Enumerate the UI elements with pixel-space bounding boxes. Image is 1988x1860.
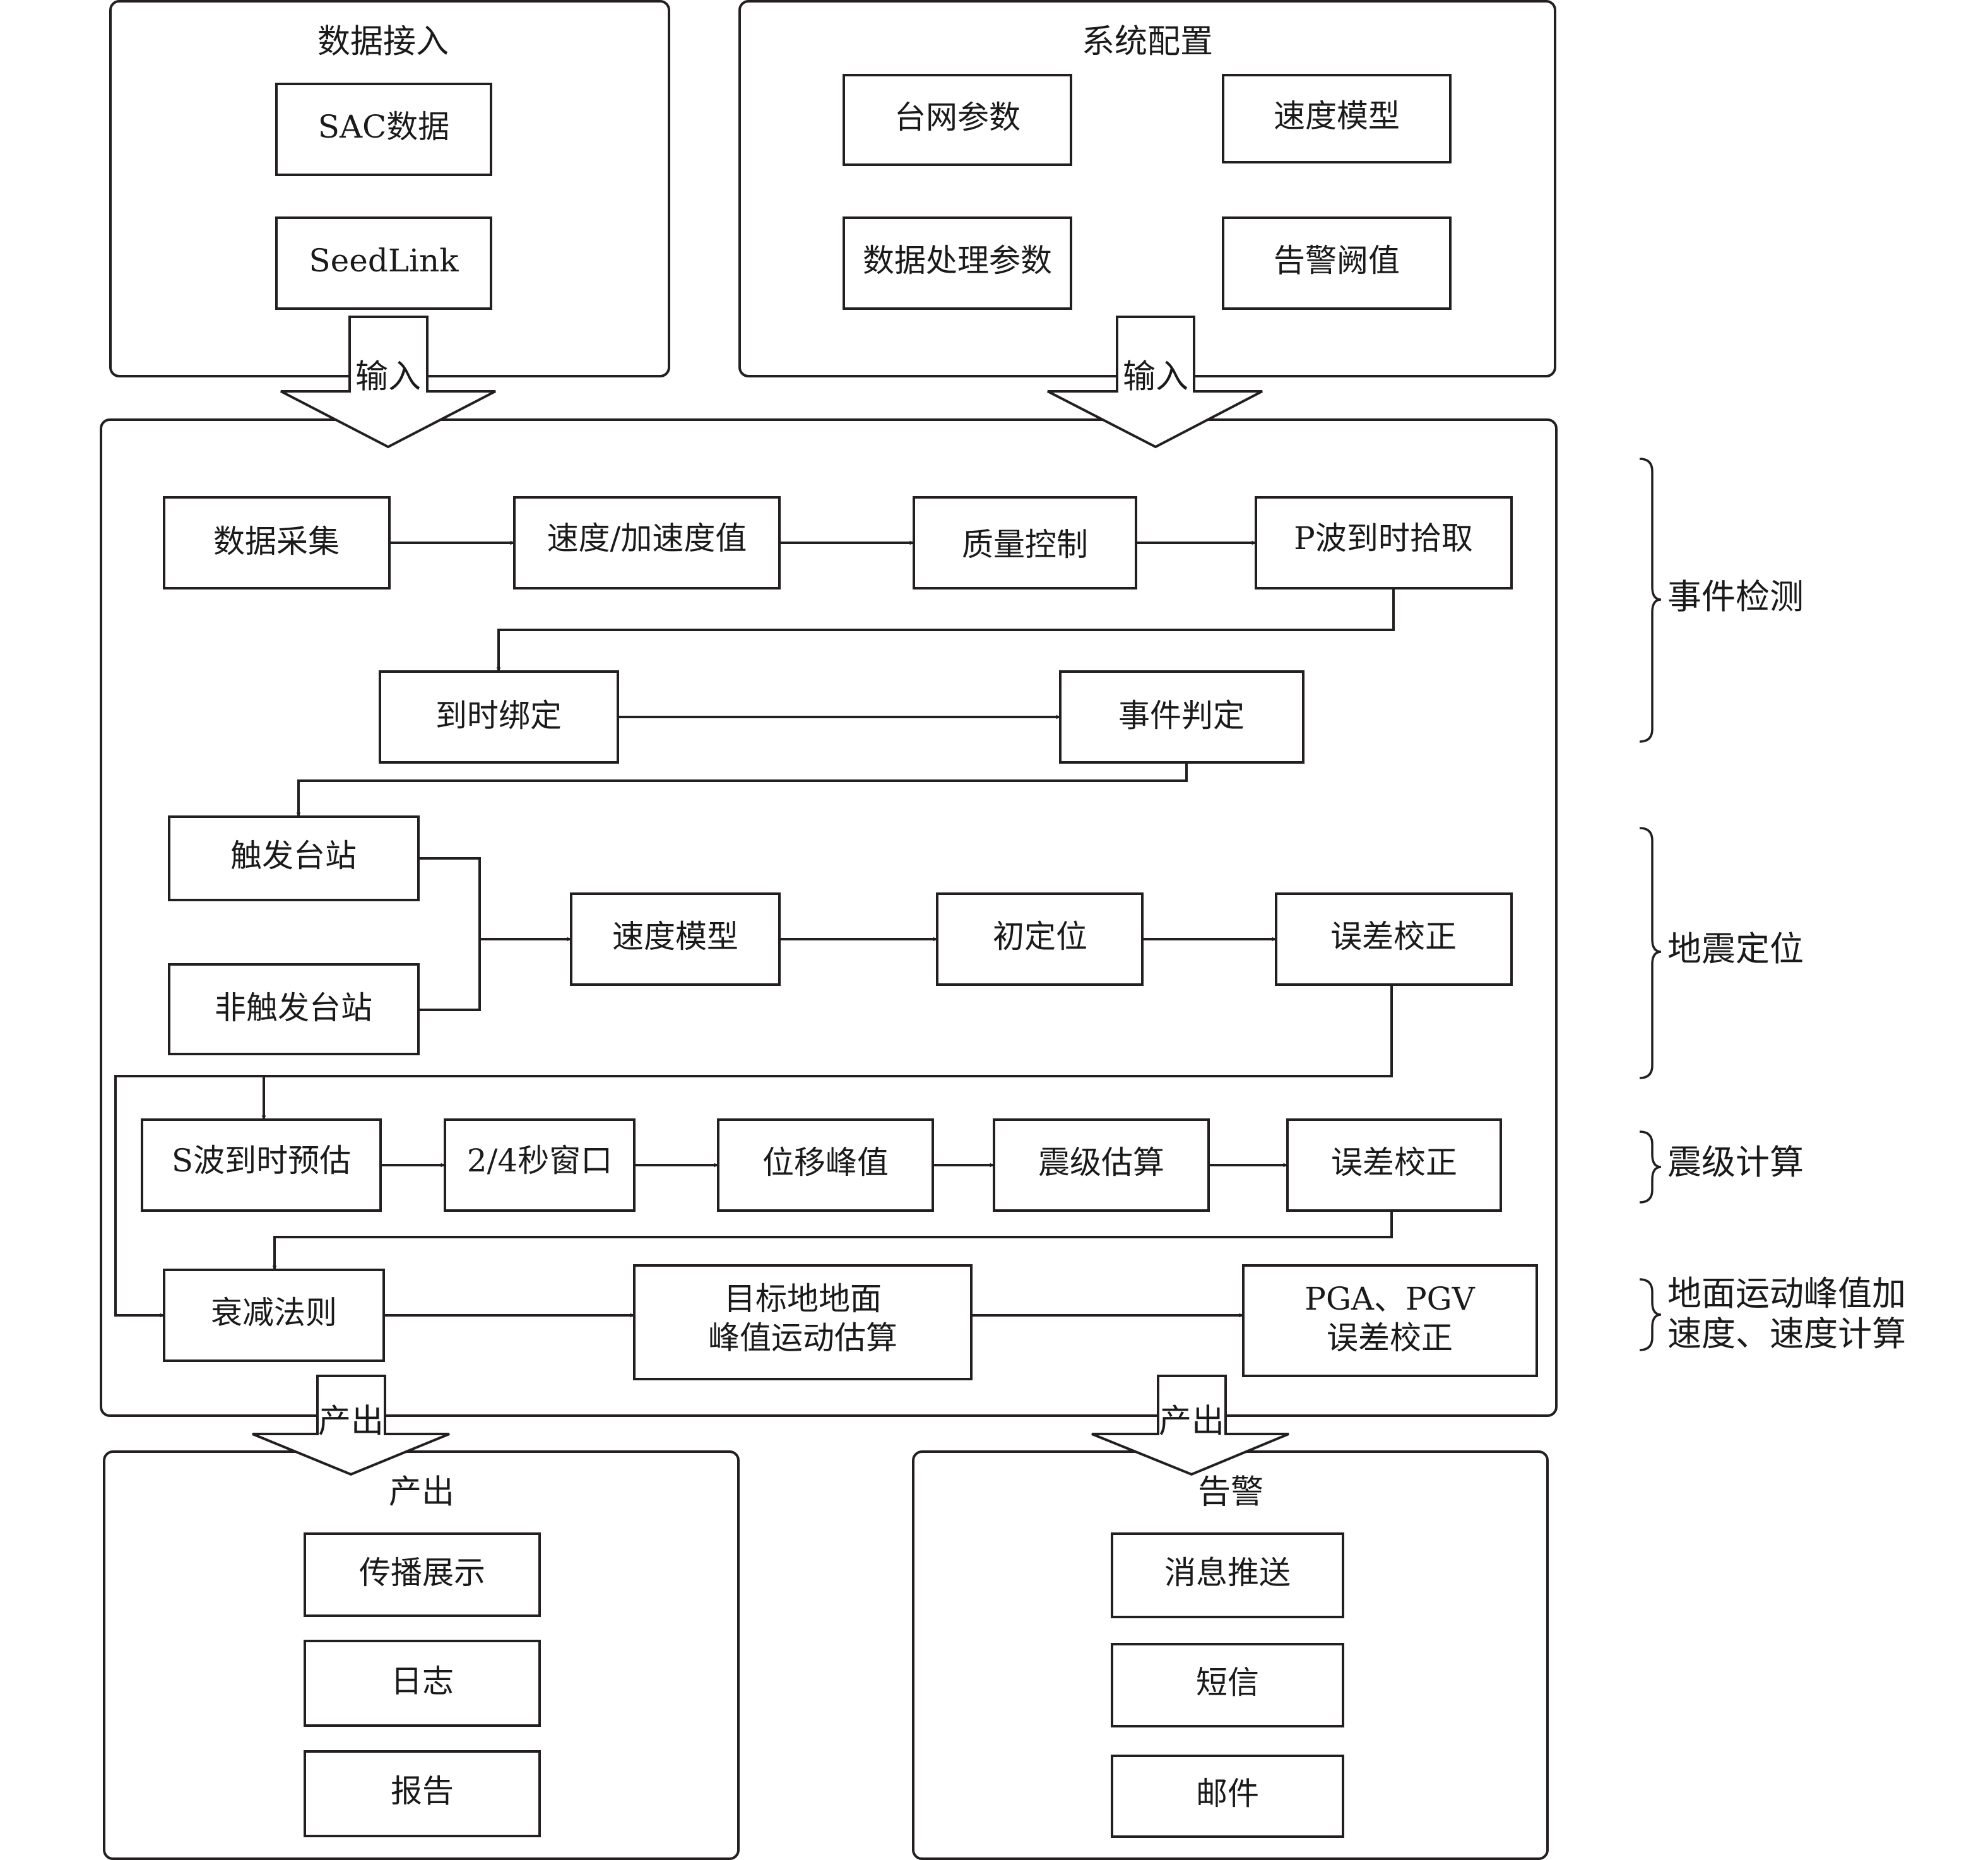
- svg-text:传播展示: 传播展示: [359, 1555, 485, 1591]
- svg-text:误差校正: 误差校正: [1330, 918, 1457, 955]
- output-arrow-right: 产出: [1091, 1375, 1289, 1476]
- sac-data-box: [275, 83, 492, 176]
- node-error-correct-location: [1275, 892, 1513, 986]
- report-box: [304, 1750, 541, 1837]
- message-push-box: [1111, 1532, 1344, 1618]
- node-pga-pgv: [1242, 1264, 1538, 1377]
- node-error-correct-magnitude: [1286, 1118, 1502, 1212]
- svg-text:产出: 产出: [318, 1403, 384, 1441]
- node-s-arrival: [141, 1118, 382, 1212]
- svg-text:位移峰值: 位移峰值: [762, 1144, 889, 1181]
- svg-text:误差校正: 误差校正: [1327, 1320, 1453, 1356]
- svg-text:输入: 输入: [1123, 358, 1188, 396]
- edge-left-bypass-to-attenuation: [114, 1075, 264, 1318]
- seedlink-box: [275, 216, 492, 310]
- network-params-box: [843, 74, 1072, 166]
- svg-text:数据采集: 数据采集: [213, 523, 340, 560]
- stage-event-detection: 事件检测: [1639, 458, 1804, 743]
- svg-text:峰值运动估算: 峰值运动估算: [708, 1320, 897, 1356]
- svg-text:速度、速度计算: 速度、速度计算: [1667, 1314, 1906, 1354]
- node-event-judge: [1059, 670, 1305, 764]
- edge-judge-to-triggered: [296, 762, 1188, 817]
- edge-ppick-to-bind: [496, 588, 1395, 672]
- alarm-threshold-label: 告警阙值: [1274, 242, 1400, 279]
- svg-text:速度模型: 速度模型: [612, 918, 738, 955]
- connectors: [114, 540, 1395, 1318]
- node-initial-location: [936, 892, 1144, 986]
- svg-text:震级估算: 震级估算: [1038, 1144, 1164, 1181]
- svg-text:地面运动峰值加: 地面运动峰值加: [1667, 1274, 1906, 1313]
- svg-text:P波到时拾取: P波到时拾取: [1294, 520, 1473, 557]
- svg-text:2/4秒窗口: 2/4秒窗口: [467, 1142, 612, 1179]
- svg-text:地震定位: 地震定位: [1667, 929, 1804, 969]
- svg-text:初定位: 初定位: [993, 918, 1087, 955]
- svg-text:PGA、PGV: PGA、PGV: [1305, 1281, 1475, 1317]
- svg-text:误差校正: 误差校正: [1331, 1144, 1457, 1181]
- svg-text:震级计算: 震级计算: [1667, 1142, 1804, 1182]
- config-velocity-model-label: 速度模型: [1274, 98, 1400, 134]
- output-arrow-left: 产出: [252, 1375, 450, 1476]
- edge-error-to-attenuation: [272, 1211, 1393, 1271]
- node-p-pick: [1255, 496, 1513, 589]
- svg-text:质量控制: 质量控制: [962, 526, 1088, 563]
- node-magnitude-estimate: [993, 1118, 1210, 1212]
- processing-params-box: [843, 216, 1072, 310]
- email-box: [1111, 1755, 1344, 1838]
- alarm-threshold-box: [1222, 216, 1452, 310]
- sac-data-label: SAC数据: [318, 109, 450, 145]
- data-input-title: 数据接入: [317, 23, 449, 61]
- svg-text:目标地地面: 目标地地面: [724, 1281, 882, 1317]
- propagation-display-box: [304, 1532, 541, 1617]
- node-ground-peak-estimate: [633, 1264, 973, 1380]
- svg-text:事件判定: 事件判定: [1118, 697, 1245, 734]
- edge-triggered-merge: [418, 857, 481, 1011]
- edge-error-to-s-arrival: [261, 985, 1393, 1120]
- stage-ground-motion: 地面运动峰值加 速度、速度计算: [1639, 1274, 1906, 1354]
- svg-text:速度/加速度值: 速度/加速度值: [547, 520, 747, 557]
- processing-params-label: 数据处理参数: [863, 242, 1052, 279]
- config-velocity-model-box: [1222, 74, 1452, 163]
- svg-text:邮件: 邮件: [1196, 1775, 1259, 1812]
- alarm-panel: 告警 消息推送 短信 邮件: [912, 1450, 1549, 1860]
- svg-text:输入: 输入: [355, 358, 421, 396]
- system-config-title: 系统配置: [1082, 23, 1213, 61]
- log-box: [304, 1640, 541, 1727]
- stage-magnitude-calc: 震级计算: [1639, 1130, 1804, 1204]
- stage-earthquake-location: 地震定位: [1639, 827, 1804, 1079]
- svg-text:到时绑定: 到时绑定: [435, 697, 562, 734]
- network-params-label: 台网参数: [894, 99, 1021, 136]
- system-config-panel: 系统配置 台网参数 速度模型 数据处理参数 告警阙值: [738, 0, 1556, 377]
- seedlink-label: SeedLink: [309, 242, 459, 279]
- node-velocity-model: [570, 892, 781, 986]
- svg-text:短信: 短信: [1196, 1664, 1259, 1701]
- node-quality-control: [913, 496, 1137, 589]
- data-input-panel: 数据接入 SAC数据 SeedLink: [109, 0, 670, 377]
- svg-text:触发台站: 触发台站: [230, 838, 357, 874]
- sms-box: [1111, 1643, 1344, 1727]
- output-panel: 产出 传播展示 日志 报告: [103, 1450, 740, 1860]
- output-title: 产出: [389, 1474, 454, 1512]
- svg-text:S波到时预估: S波到时预估: [172, 1142, 351, 1179]
- svg-text:日志: 日志: [391, 1663, 454, 1700]
- node-window: [444, 1118, 636, 1212]
- node-arrival-bind: [379, 670, 619, 764]
- svg-text:消息推送: 消息推送: [1164, 1555, 1291, 1591]
- input-arrow-right: 输入: [1047, 316, 1263, 449]
- svg-text:产出: 产出: [1159, 1403, 1224, 1441]
- svg-text:事件检测: 事件检测: [1667, 577, 1804, 617]
- svg-text:非触发台站: 非触发台站: [215, 990, 372, 1026]
- svg-text:衰减法则: 衰减法则: [211, 1294, 337, 1331]
- node-displacement-peak: [717, 1118, 934, 1212]
- input-arrow-left: 输入: [280, 316, 496, 449]
- node-triggered-station: [168, 815, 420, 901]
- alarm-title: 告警: [1198, 1474, 1263, 1512]
- svg-text:报告: 报告: [391, 1773, 454, 1810]
